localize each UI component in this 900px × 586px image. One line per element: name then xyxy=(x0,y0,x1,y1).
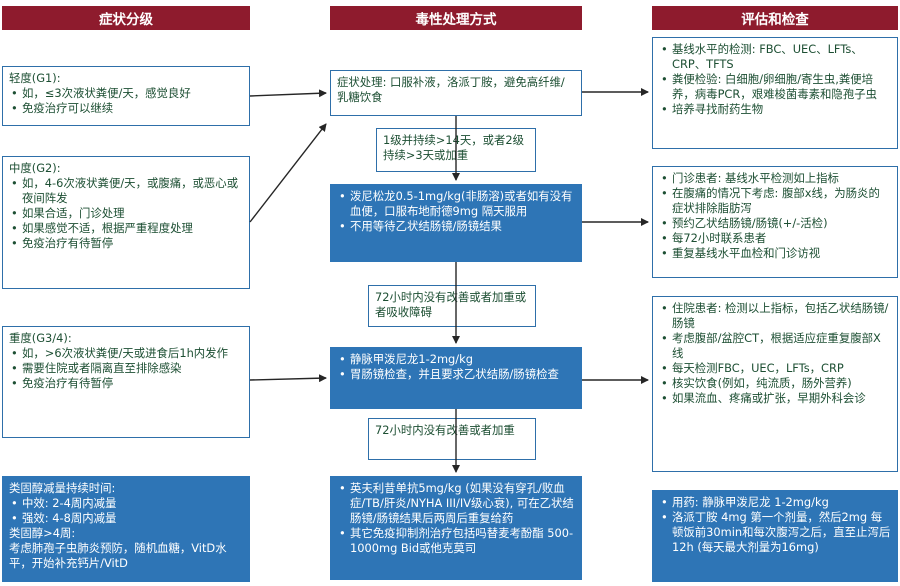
outpatient-item: 重复基线水平血检和门诊访视 xyxy=(659,246,891,261)
iv-methylprednisolone-box: 静脉甲泼尼龙1-2mg/kg 胃肠镜检查，并且要求乙状结肠/肠镜检查 xyxy=(330,347,582,409)
grade34-item: 如，>6次液状粪便/天或进食后1h内发作 xyxy=(9,346,243,361)
steroid-taper-title: 类固醇减量持续时间: xyxy=(9,481,116,495)
inpatient-item: 考虑腹部/盆腔CT，根据适应症重复腹部X线 xyxy=(659,331,891,361)
condition-text-3: 72小时内没有改善或者加重 xyxy=(375,423,515,437)
grade2-item: 如果合适，门诊处理 xyxy=(9,206,243,221)
steroid-long-text: 考虑肺孢子虫肺炎预防，随机血糖，VitD水平，开始补充钙片/VitD xyxy=(9,541,227,570)
condition-box-2: 72小时内没有改善或者加重或者吸收障碍 xyxy=(368,285,536,327)
inpatient-item: 每天检测FBC，UEC，LFTs，CRP xyxy=(659,361,891,376)
baseline-tests-item: 粪便检验: 白细胞/卵细胞/寄生虫,粪便培养，病毒PCR，艰难梭菌毒素和隐孢子虫 xyxy=(659,72,891,102)
grade2-item: 免疫治疗有待暂停 xyxy=(9,236,243,251)
condition-box-1: 1级并持续>14天，或者2级持续>3天或加重 xyxy=(376,128,536,172)
grade34-title: 重度(G3/4): xyxy=(9,331,72,345)
inpatient-item: 核实饮食(例如，纯流质，肠外营养) xyxy=(659,376,891,391)
steroid-taper-box: 类固醇减量持续时间: 中效: 2-4周内减量 强效: 4-8周内减量 类固醇>4… xyxy=(2,476,250,582)
steroid-taper-item: 中效: 2-4周内减量 xyxy=(9,496,243,511)
grade1-box: 轻度(G1): 如，≤3次液状粪便/天，感觉良好 免疫治疗可以继续 xyxy=(2,66,250,126)
medication-box: 用药: 静脉甲泼尼龙 1-2mg/kg 洛派丁胺 4mg 第一个剂量，然后2mg… xyxy=(652,490,898,582)
medication-item: 用药: 静脉甲泼尼龙 1-2mg/kg xyxy=(659,495,891,510)
grade34-item: 免疫治疗有待暂停 xyxy=(9,376,243,391)
condition-text-2: 72小时内没有改善或者加重或者吸收障碍 xyxy=(375,290,527,319)
infliximab-box: 英夫利昔单抗5mg/kg (如果没有穿孔/败血症/TB/肝炎/NYHA III/… xyxy=(330,476,582,580)
iv-methylprednisolone-item: 胃肠镜检查，并且要求乙状结肠/肠镜检查 xyxy=(337,367,575,382)
grade34-item: 需要住院或者隔离直至排除感染 xyxy=(9,361,243,376)
prednisolone-item: 不用等待乙状结肠镜/肠镜结果 xyxy=(337,219,575,234)
iv-methylprednisolone-item: 静脉甲泼尼龙1-2mg/kg xyxy=(337,352,575,367)
outpatient-item: 在腹痛的情况下考虑: 腹部x线，为肠炎的症状排除脂肪泻 xyxy=(659,186,891,216)
outpatient-item: 每72小时联系患者 xyxy=(659,231,891,246)
header-symptom-grading: 症状分级 xyxy=(2,6,250,30)
grade2-item: 如果感觉不适，根据严重程度处理 xyxy=(9,221,243,236)
outpatient-box: 门诊患者: 基线水平检测如上指标 在腹痛的情况下考虑: 腹部x线，为肠炎的症状排… xyxy=(652,166,898,278)
grade1-title: 轻度(G1): xyxy=(9,71,61,85)
grade34-box: 重度(G3/4): 如，>6次液状粪便/天或进食后1h内发作 需要住院或者隔离直… xyxy=(2,326,250,438)
baseline-tests-item: 培养寻找耐药生物 xyxy=(659,102,891,117)
symptom-management-text: 症状处理: 口服补液，洛派丁胺，避免高纤维/乳糖饮食 xyxy=(337,75,565,104)
condition-box-3: 72小时内没有改善或者加重 xyxy=(368,418,536,460)
grade2-box: 中度(G2): 如，4-6次液状粪便/天，或腹痛，或恶心或夜间阵发 如果合适，门… xyxy=(2,156,250,289)
baseline-tests-box: 基线水平的检测: FBC、UEC、LFTs、CRP、TFTS 粪便检验: 白细胞… xyxy=(652,37,898,149)
steroid-long-title: 类固醇>4周: xyxy=(9,526,76,540)
grade2-item: 如，4-6次液状粪便/天，或腹痛，或恶心或夜间阵发 xyxy=(9,176,243,206)
arrow-g1-to-management xyxy=(249,89,327,98)
medication-item: 洛派丁胺 4mg 第一个剂量，然后2mg 每顿饭前30min和每次腹泻之后，直至… xyxy=(659,510,891,555)
steroid-taper-item: 强效: 4-8周内减量 xyxy=(9,511,243,526)
infliximab-item: 其它免疫抑制剂治疗包括吗替麦考酚酯 500-1000mg Bid或他克莫司 xyxy=(337,526,575,556)
inpatient-item: 住院患者: 检测以上指标，包括乙状结肠镜/肠镜 xyxy=(659,301,891,331)
inpatient-item: 如果流血、疼痛或扩张，早期外科会诊 xyxy=(659,391,891,406)
symptom-management-box: 症状处理: 口服补液，洛派丁胺，避免高纤维/乳糖饮食 xyxy=(330,70,582,116)
outpatient-item: 预约乙状结肠镜/肠镜(+/-活检) xyxy=(659,216,891,231)
grade1-item: 免疫治疗可以继续 xyxy=(9,101,243,116)
prednisolone-item: 泼尼松龙0.5-1mg/kg(非肠溶)或者如有没有血便，口服布地耐德9mg 隔天… xyxy=(337,189,575,219)
prednisolone-box: 泼尼松龙0.5-1mg/kg(非肠溶)或者如有没有血便，口服布地耐德9mg 隔天… xyxy=(330,184,582,262)
baseline-tests-item: 基线水平的检测: FBC、UEC、LFTs、CRP、TFTS xyxy=(659,42,891,72)
header-toxicity-management: 毒性处理方式 xyxy=(330,6,582,30)
header-assessment: 评估和检查 xyxy=(652,6,898,30)
condition-text-1: 1级并持续>14天，或者2级持续>3天或加重 xyxy=(383,133,525,162)
infliximab-item: 英夫利昔单抗5mg/kg (如果没有穿孔/败血症/TB/肝炎/NYHA III/… xyxy=(337,481,575,526)
outpatient-item: 门诊患者: 基线水平检测如上指标 xyxy=(659,171,891,186)
arrow-g2-to-management xyxy=(249,123,327,223)
grade1-item: 如，≤3次液状粪便/天，感觉良好 xyxy=(9,86,243,101)
grade2-title: 中度(G2): xyxy=(9,161,61,175)
inpatient-box: 住院患者: 检测以上指标，包括乙状结肠镜/肠镜 考虑腹部/盆腔CT，根据适应症重… xyxy=(652,296,898,472)
arrow-g34-to-ivmp xyxy=(249,374,327,383)
